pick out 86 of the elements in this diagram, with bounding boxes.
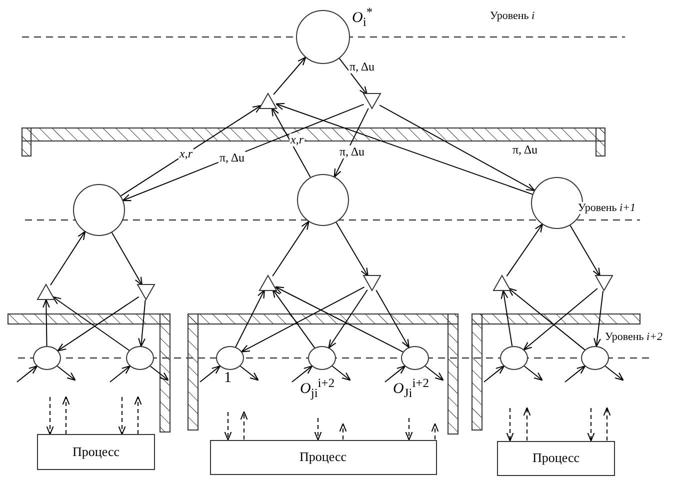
arrow bbox=[604, 366, 624, 381]
arrow bbox=[339, 423, 347, 440]
arrow bbox=[484, 365, 505, 382]
arrow bbox=[524, 366, 543, 381]
arrow bbox=[523, 288, 598, 350]
circle-node bbox=[308, 346, 336, 370]
arrow bbox=[241, 286, 365, 352]
arrow bbox=[200, 365, 221, 382]
arrow bbox=[240, 366, 259, 381]
arrow bbox=[273, 56, 306, 96]
triangle-node bbox=[493, 275, 511, 291]
circle-node bbox=[581, 346, 609, 370]
process-box: Процесс bbox=[497, 440, 615, 476]
arrow bbox=[16, 365, 38, 382]
arrow bbox=[240, 411, 248, 440]
edge-label: x,r bbox=[290, 133, 304, 147]
triangle-node bbox=[137, 284, 155, 300]
arrow bbox=[110, 365, 131, 382]
arrow bbox=[431, 423, 439, 440]
arrow bbox=[523, 407, 531, 441]
arrow bbox=[292, 365, 313, 382]
arrow bbox=[150, 366, 169, 381]
circle-node bbox=[401, 346, 429, 370]
arrow bbox=[508, 288, 586, 350]
arrow bbox=[405, 418, 413, 440]
circle-node bbox=[296, 10, 350, 64]
arrow bbox=[52, 296, 130, 351]
arrow bbox=[500, 290, 513, 347]
triangle-node bbox=[363, 275, 381, 291]
arrow bbox=[272, 288, 316, 348]
edge-label: x,r bbox=[178, 147, 194, 161]
arrow bbox=[272, 220, 310, 277]
arrow bbox=[587, 408, 595, 442]
edge-label: π, Δu bbox=[218, 151, 246, 165]
triangle-node bbox=[259, 93, 277, 109]
arrow bbox=[570, 224, 601, 277]
arrow bbox=[122, 104, 364, 202]
arrow bbox=[384, 365, 406, 382]
arrow bbox=[50, 230, 86, 286]
circle-node bbox=[297, 174, 349, 226]
arrow bbox=[118, 396, 126, 435]
arrow bbox=[138, 300, 146, 347]
arrow bbox=[332, 366, 351, 381]
arrow bbox=[120, 104, 262, 196]
circle-node bbox=[500, 346, 528, 370]
level-label: Уровень i bbox=[490, 10, 535, 22]
level-label: Уровень i+1 bbox=[578, 202, 636, 214]
arrow bbox=[338, 58, 368, 96]
arrow bbox=[506, 408, 514, 442]
triangle-node bbox=[363, 93, 381, 109]
arrow bbox=[62, 396, 70, 434]
arrow bbox=[328, 289, 368, 348]
arrow bbox=[506, 224, 544, 277]
circle-node bbox=[73, 184, 125, 236]
process-box: Процесс bbox=[37, 434, 155, 470]
arrow bbox=[57, 296, 140, 352]
edge-label: π, Δu bbox=[348, 60, 376, 74]
arrow bbox=[42, 299, 50, 346]
arrow bbox=[564, 365, 586, 382]
arrow bbox=[603, 407, 611, 441]
triangle-node bbox=[595, 275, 613, 291]
edge-label: π, Δu bbox=[338, 145, 366, 159]
arrow bbox=[235, 289, 265, 348]
arrow bbox=[46, 396, 54, 435]
process-box: Процесс bbox=[210, 440, 436, 474]
arrow bbox=[134, 396, 142, 434]
arrow bbox=[274, 286, 404, 352]
arrow bbox=[594, 290, 604, 348]
level-label: Уровень i+2 bbox=[605, 331, 662, 344]
triangle-node bbox=[259, 275, 277, 291]
arrow bbox=[314, 418, 322, 440]
arrow bbox=[224, 412, 232, 440]
arrow bbox=[376, 290, 410, 348]
arrow bbox=[271, 107, 311, 178]
circle-node bbox=[216, 346, 244, 370]
edge-label: π, Δu bbox=[511, 143, 539, 157]
arrow bbox=[336, 222, 369, 277]
triangle-node bbox=[37, 284, 55, 300]
circle-node bbox=[33, 346, 61, 370]
arrow bbox=[276, 103, 533, 195]
arrow bbox=[424, 366, 444, 381]
arrow bbox=[56, 366, 76, 381]
circle-node bbox=[126, 346, 154, 370]
arrow bbox=[379, 104, 536, 192]
node-caption: 1 bbox=[224, 370, 232, 386]
arrow bbox=[111, 232, 143, 286]
